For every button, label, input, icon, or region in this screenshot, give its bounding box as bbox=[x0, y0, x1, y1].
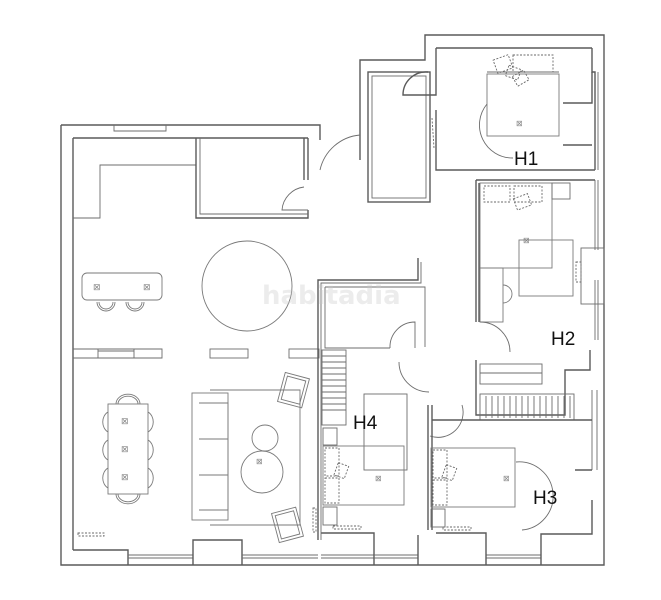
armchairs bbox=[270, 371, 310, 544]
room-label-h4: H4 bbox=[353, 413, 378, 434]
svg-text:⊠: ⊠ bbox=[121, 444, 129, 454]
bedroom-h2: ⊠ bbox=[472, 169, 605, 421]
svg-text:⊠: ⊠ bbox=[121, 472, 129, 482]
svg-text:⊠: ⊠ bbox=[375, 474, 382, 483]
kitchen-counter bbox=[73, 164, 196, 219]
dining-table: ⊠ ⊠ ⊠ bbox=[102, 393, 154, 505]
svg-text:⊠: ⊠ bbox=[143, 282, 151, 292]
svg-text:⊠: ⊠ bbox=[523, 236, 530, 245]
outer-walls bbox=[60, 34, 605, 566]
kitchen-island: ⊠ ⊠ bbox=[81, 272, 163, 312]
svg-text:⊠: ⊠ bbox=[256, 457, 263, 466]
room-label-h3: H3 bbox=[533, 488, 558, 509]
bedroom-h3: ⊠ bbox=[430, 419, 592, 531]
room-label-h2: H2 bbox=[551, 329, 576, 350]
svg-text:⊠: ⊠ bbox=[503, 474, 510, 483]
room-label-h1: H1 bbox=[514, 149, 539, 170]
svg-text:⊠: ⊠ bbox=[121, 416, 129, 426]
watermark: habitadia bbox=[262, 281, 401, 311]
closet-top bbox=[367, 71, 431, 203]
sofa-area: ⊠ bbox=[191, 389, 301, 526]
partition-pillars bbox=[73, 348, 320, 359]
radiator-living bbox=[77, 532, 105, 537]
svg-text:⊠: ⊠ bbox=[93, 282, 101, 292]
dining-round-table bbox=[201, 240, 293, 332]
bedroom-h4: ⊠ bbox=[312, 393, 408, 533]
bathroom-walls bbox=[195, 134, 361, 219]
svg-text:⊠: ⊠ bbox=[516, 119, 523, 128]
bedroom-h1: ⊠ bbox=[402, 54, 593, 171]
